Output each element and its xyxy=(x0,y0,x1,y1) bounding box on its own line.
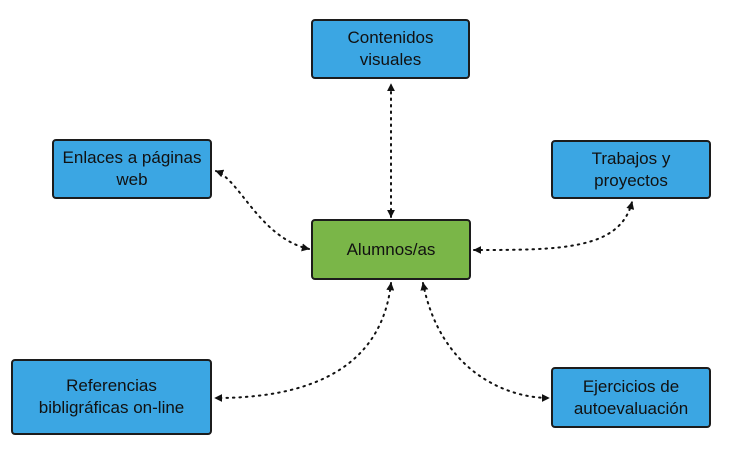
node-contenidos-visuales: Contenidos visuales xyxy=(311,19,470,79)
node-enlaces-paginas-web: Enlaces a páginas web xyxy=(52,139,212,199)
connector-referencias xyxy=(214,282,395,402)
node-referencias-bibliograficas: Referencias bibligráficas on-line xyxy=(11,359,212,435)
connector-enlaces xyxy=(215,169,310,252)
node-ejercicios-autoevaluacion: Ejercicios de autoevaluación xyxy=(551,367,711,428)
node-alumnos-center: Alumnos/as xyxy=(311,219,471,280)
connector-trabajos xyxy=(473,201,635,254)
connector-ejercicios xyxy=(420,282,550,402)
node-trabajos-proyectos: Trabajos y proyectos xyxy=(551,140,711,199)
